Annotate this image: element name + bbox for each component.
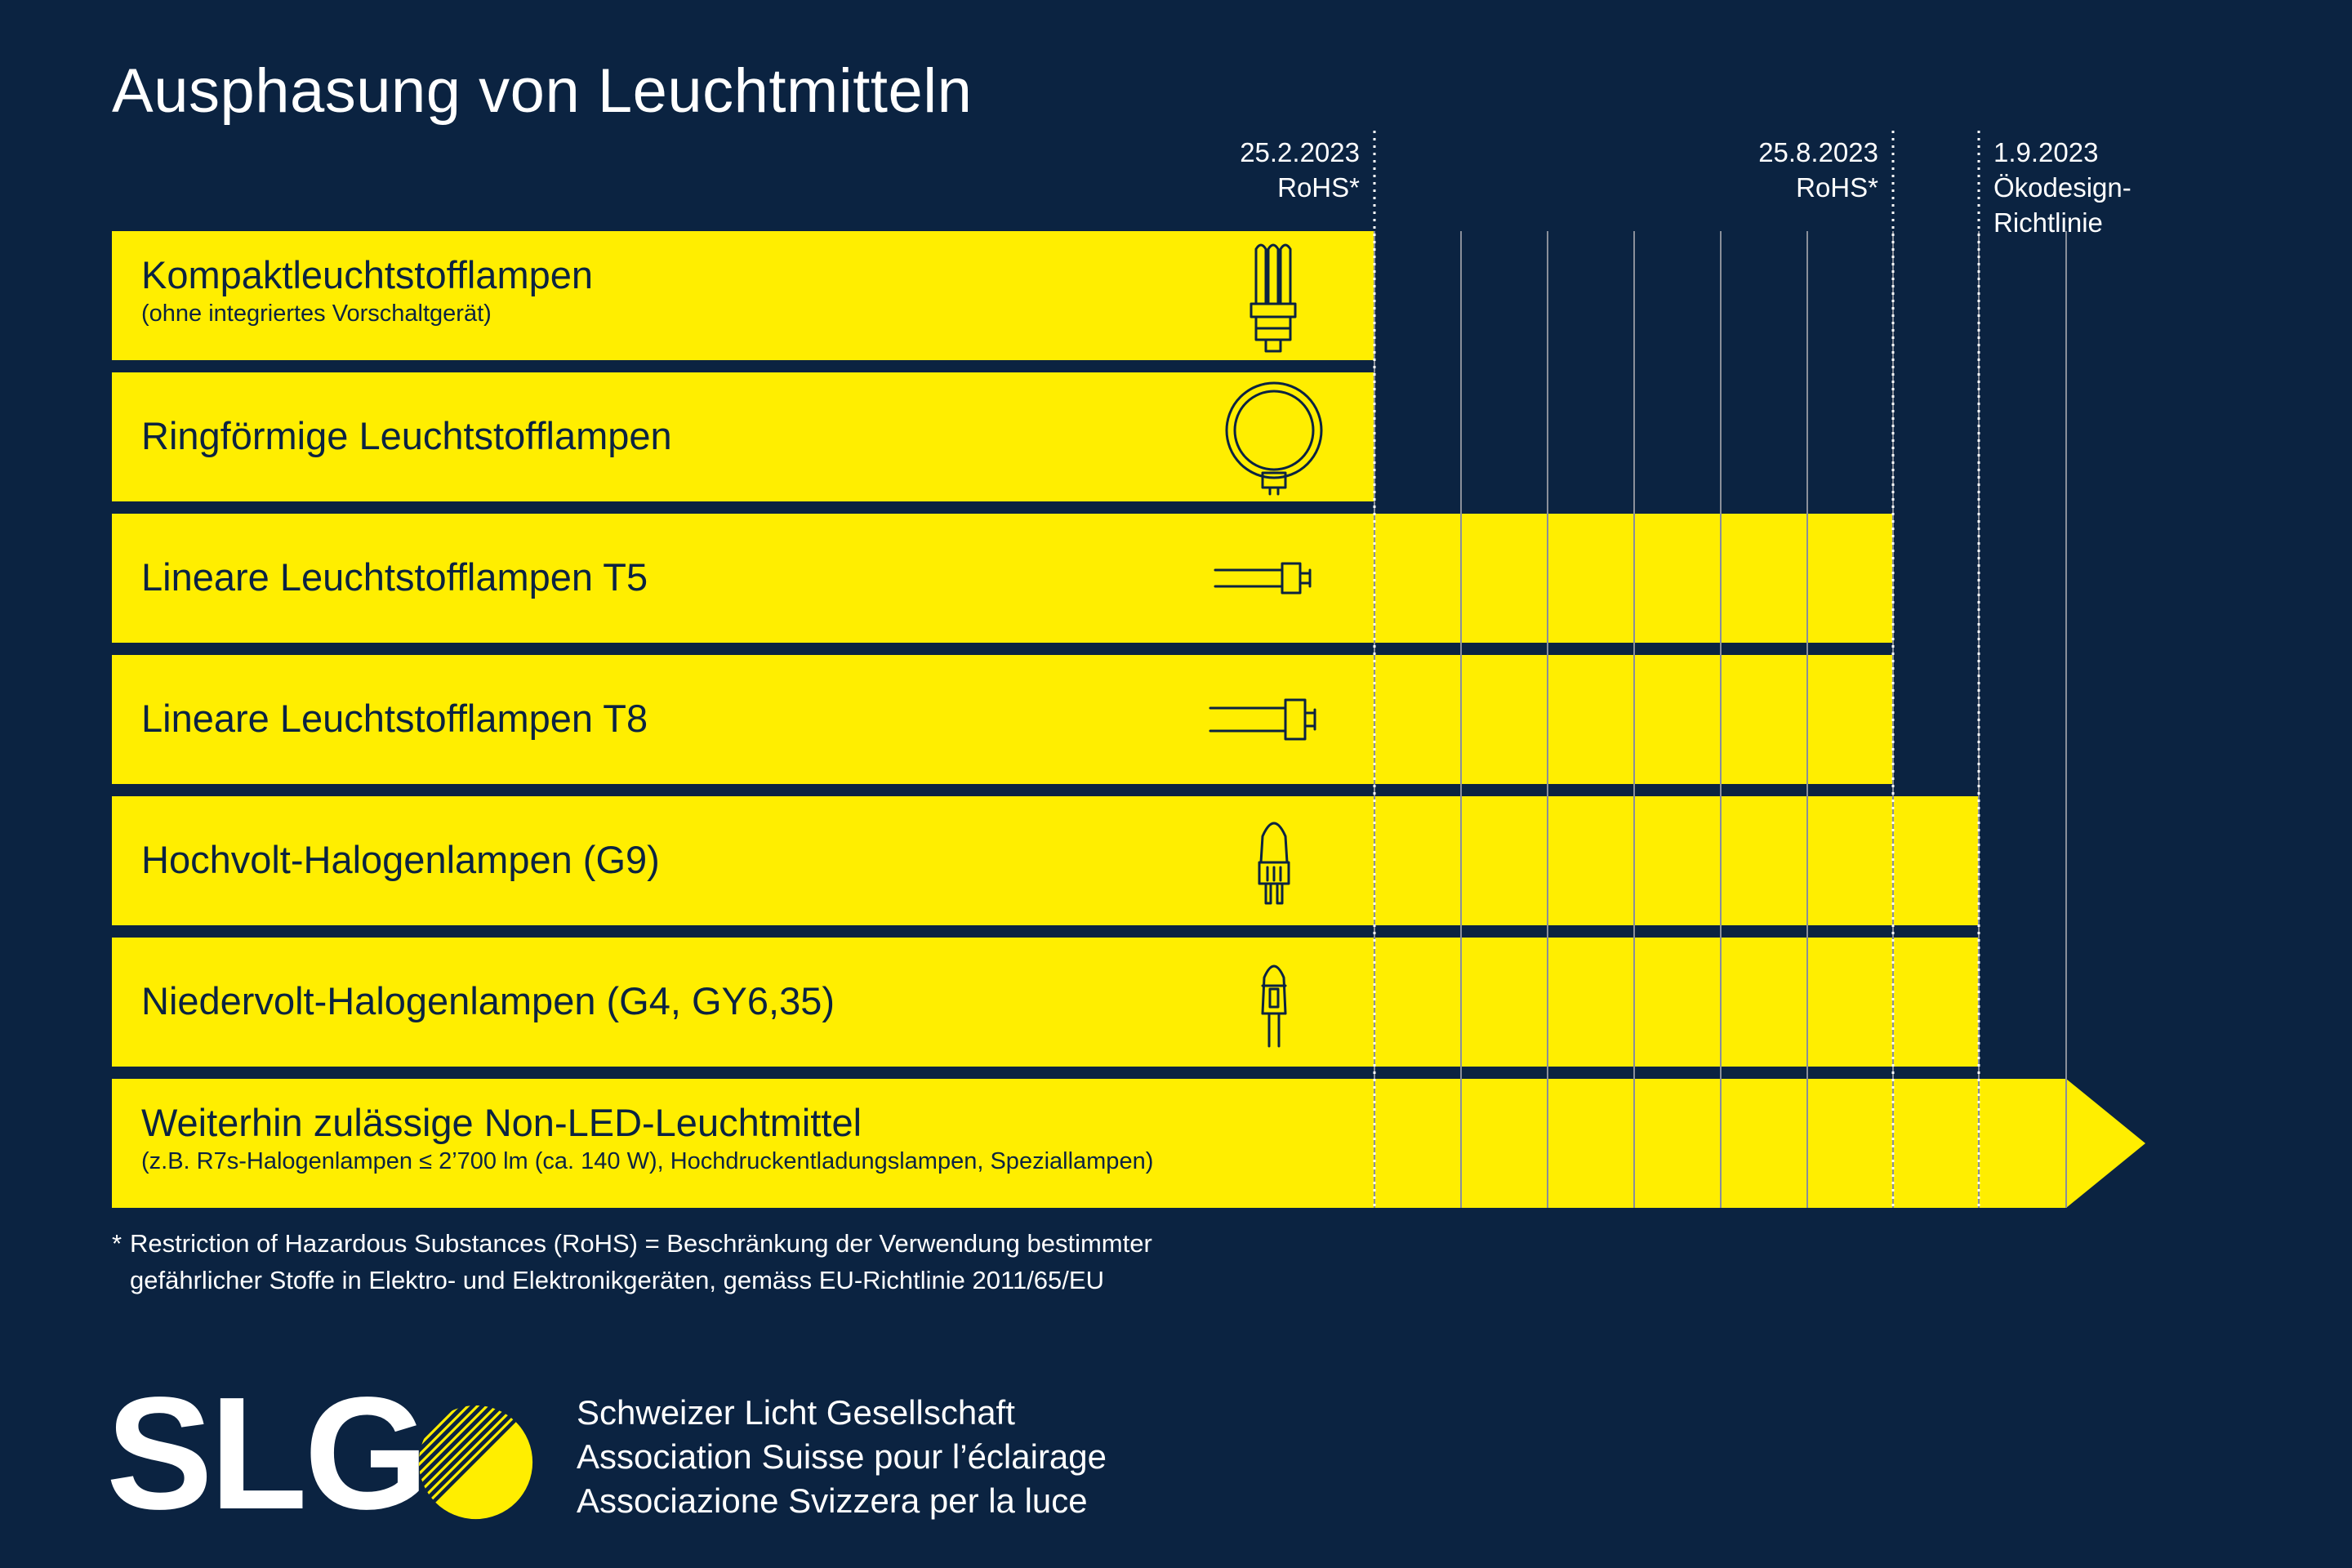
bar-0 — [112, 231, 1374, 360]
milestone-date: 1.9.2023 — [1993, 137, 2099, 167]
g4-halogen-lamp-icon — [1261, 964, 1287, 1048]
bar-label-main: Ringförmige Leuchtstofflampen — [141, 414, 672, 457]
bar-label-main: Lineare Leuchtstofflampen T5 — [141, 555, 648, 599]
bar-6 — [112, 1079, 2145, 1208]
page-title: Ausphasung von Leuchtmitteln — [112, 56, 973, 126]
footnote-line-2: gefährlicher Stoffe in Elektro- und Elek… — [130, 1266, 1104, 1294]
org-name-it: Associazione Svizzera per la luce — [577, 1481, 1088, 1520]
milestone-regulation: RoHS* — [1277, 172, 1360, 203]
organization-names: Schweizer Licht Gesellschaft Association… — [577, 1391, 1107, 1523]
bar-label-5: Niedervolt-Halogenlampen (G4, GY6,35) — [141, 978, 835, 1023]
milestone-regulation: RoHS* — [1796, 172, 1878, 203]
bar-label-0: Kompaktleuchtstofflampen (ohne integriert… — [141, 252, 593, 327]
linear-tube-t5-icon — [1214, 562, 1312, 595]
bar-3 — [112, 655, 1893, 784]
bar-label-1: Ringförmige Leuchtstofflampen — [141, 413, 672, 458]
milestone-date: 25.2.2023 — [1240, 137, 1360, 167]
footnote: * Restriction of Hazardous Substances (R… — [112, 1225, 1152, 1298]
footnote-line-1: Restriction of Hazardous Substances (RoH… — [130, 1229, 1152, 1258]
bar-label-sub: (z.B. R7s-Halogenlampen ≤ 2’700 lm (ca. … — [141, 1148, 1154, 1174]
org-name-fr: Association Suisse pour l’éclairage — [577, 1437, 1107, 1476]
footnote-star: * — [112, 1229, 122, 1258]
g9-halogen-lamp-icon — [1258, 822, 1290, 905]
bar-label-sub: (ohne integriertes Vorschaltgerät) — [141, 301, 492, 327]
bar-label-4: Hochvolt-Halogenlampen (G9) — [141, 837, 660, 882]
bar-label-2: Lineare Leuchtstofflampen T5 — [141, 555, 648, 599]
bar-label-6: Weiterhin zulässige Non-LED-Leuchtmittel… — [141, 1100, 1153, 1175]
bar-label-main: Niedervolt-Halogenlampen (G4, GY6,35) — [141, 979, 835, 1022]
bar-4 — [112, 796, 1979, 925]
ring-fluorescent-lamp-icon — [1225, 381, 1323, 496]
org-name-de: Schweizer Licht Gesellschaft — [577, 1393, 1015, 1432]
milestone-regulation: Ökodesign- Richtlinie — [1993, 172, 2132, 238]
bar-2 — [112, 514, 1893, 643]
bar-label-3: Lineare Leuchtstofflampen T8 — [141, 696, 648, 741]
bar-label-main: Kompaktleuchtstofflampen — [141, 253, 594, 296]
bar-label-main: Lineare Leuchtstofflampen T8 — [141, 697, 648, 740]
milestone-date: 25.8.2023 — [1758, 137, 1878, 167]
bar-label-main: Hochvolt-Halogenlampen (G9) — [141, 838, 660, 881]
bar-1 — [112, 372, 1374, 501]
compact-fluorescent-lamp-icon — [1250, 243, 1297, 353]
sun-logo-icon — [418, 1405, 533, 1520]
bar-5 — [112, 938, 1979, 1067]
linear-tube-t8-icon — [1209, 698, 1316, 741]
bar-label-main: Weiterhin zulässige Non-LED-Leuchtmittel — [141, 1101, 862, 1144]
slg-logo-text: SLG — [106, 1364, 429, 1543]
